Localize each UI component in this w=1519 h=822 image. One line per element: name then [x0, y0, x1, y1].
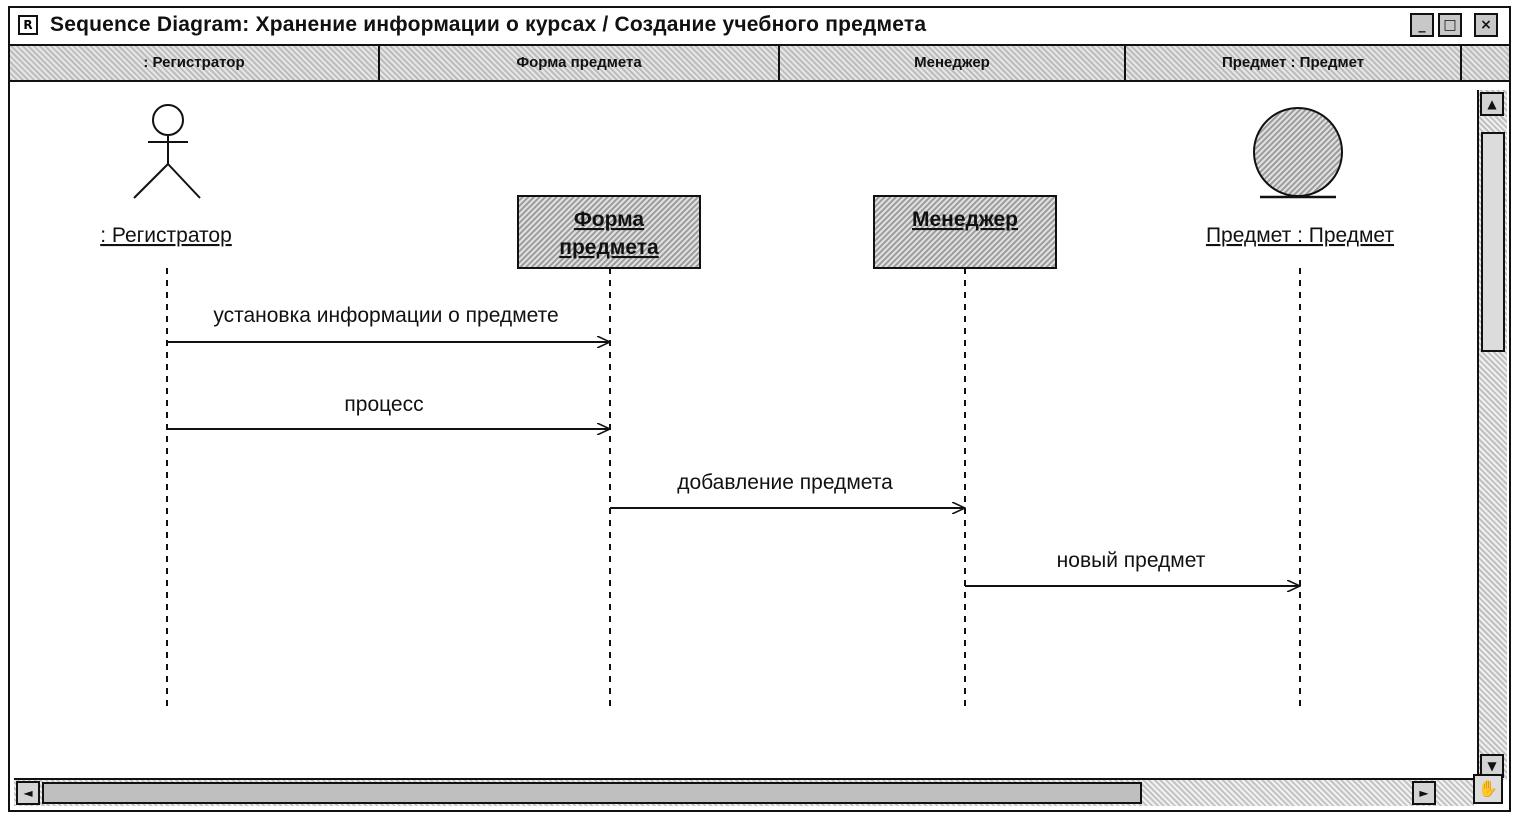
- object-form-label-line1: Форма: [574, 208, 645, 231]
- actor-registrar-label: : Регистратор: [100, 224, 232, 247]
- scroll-up-arrow-icon[interactable]: ▲: [1480, 92, 1504, 116]
- actor-head: [152, 104, 184, 136]
- message-add-subject[interactable]: добавление предмета: [610, 471, 965, 508]
- minimize-button[interactable]: _: [1410, 13, 1434, 37]
- scroll-right-arrow-icon[interactable]: ►: [1412, 781, 1436, 805]
- horizontal-scroll-thumb[interactable]: [42, 782, 1142, 804]
- message-set-subject-info[interactable]: установка информации о предмете: [167, 304, 610, 342]
- header-cell-manager[interactable]: Менеджер: [780, 46, 1126, 80]
- object-header-bar: : Регистратор Форма предмета Менеджер Пр…: [10, 46, 1509, 82]
- header-cell-subject[interactable]: Предмет : Предмет: [1126, 46, 1462, 80]
- object-manager-label: Менеджер: [912, 208, 1018, 231]
- entity-circle: [1253, 107, 1343, 197]
- close-button[interactable]: ×: [1474, 13, 1498, 37]
- title-bar[interactable]: R Sequence Diagram: Хранение информации …: [10, 8, 1509, 46]
- horizontal-scrollbar[interactable]: ◄ ►: [14, 778, 1474, 806]
- vertical-scrollbar[interactable]: ▲ ▼: [1477, 90, 1507, 780]
- object-form-label-line2: предмета: [559, 236, 659, 259]
- object-form[interactable]: Форма предмета: [517, 195, 701, 269]
- message-label: установка информации о предмете: [213, 304, 558, 327]
- object-manager-box: [873, 195, 1057, 269]
- message-label: процесс: [344, 393, 423, 416]
- entity-subject[interactable]: Предмет : Предмет: [1206, 107, 1394, 247]
- message-label: новый предмет: [1057, 549, 1206, 572]
- diagram-canvas[interactable]: : Регистратор Форма предмета Менеджер Пр…: [14, 82, 1470, 772]
- actor-left-leg: [133, 163, 169, 199]
- actor-right-leg: [167, 163, 201, 199]
- scroll-left-arrow-icon[interactable]: ◄: [16, 781, 40, 805]
- header-cell-registrar[interactable]: : Регистратор: [10, 46, 380, 80]
- header-cell-form[interactable]: Форма предмета: [380, 46, 780, 80]
- entity-subject-label: Предмет : Предмет: [1206, 224, 1394, 247]
- sequence-diagram: : Регистратор Форма предмета Менеджер Пр…: [100, 104, 1394, 706]
- message-label: добавление предмета: [677, 471, 893, 494]
- maximize-button[interactable]: □: [1438, 13, 1462, 37]
- message-new-subject[interactable]: новый предмет: [965, 549, 1300, 586]
- actor-registrar[interactable]: : Регистратор: [100, 104, 232, 247]
- window-title: Sequence Diagram: Хранение информации о …: [50, 13, 927, 36]
- sequence-diagram-window: R Sequence Diagram: Хранение информации …: [8, 6, 1511, 812]
- vertical-scroll-thumb[interactable]: [1481, 132, 1505, 352]
- object-form-box: [517, 195, 701, 269]
- message-process[interactable]: процесс: [167, 393, 610, 429]
- hand-icon[interactable]: ✋: [1473, 774, 1503, 804]
- app-icon: R: [18, 15, 38, 35]
- object-manager[interactable]: Менеджер: [873, 195, 1057, 269]
